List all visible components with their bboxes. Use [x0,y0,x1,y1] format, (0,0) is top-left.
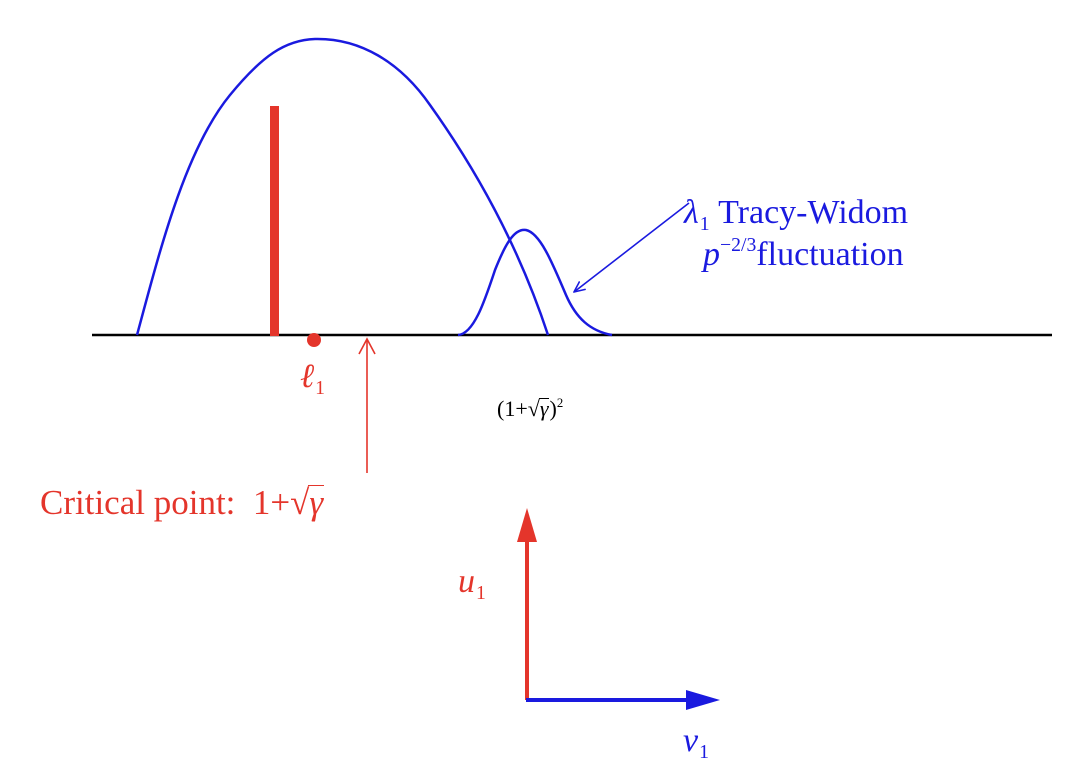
p-exponent: −2/3 [720,233,757,256]
edge-prefix: (1+ [497,396,528,421]
tracy-widom-pointer-arrow [574,202,690,292]
tracy-widom-title: Tracy-Widom [718,194,909,231]
spike-bar [270,106,279,336]
lambda-subscript: 1 [699,213,710,236]
edge-exponent: 2 [556,395,564,410]
edge-label: (1+√γ)2 [497,395,564,421]
critical-radical: √γ [290,483,325,522]
u-subscript: 1 [476,582,486,605]
u1-label: u1 [458,563,486,604]
bulk-density-curve [135,37,550,336]
ell-subscript: 1 [315,377,326,400]
v1-label: v1 [683,722,709,763]
critical-point-text: Critical point: [40,483,236,522]
v-subscript: 1 [699,741,709,764]
critical-point-label: Critical point: 1+√γ [40,483,325,522]
critical-one-plus: 1+ [252,483,291,522]
ell-symbol: ℓ [300,358,315,395]
fluctuation-text: fluctuation [756,236,904,273]
radical-icon: √ [527,396,540,421]
tracy-widom-label: λ1 Tracy-Widom [684,194,909,235]
edge-radical: √γ [528,398,550,420]
ell-dot [307,333,321,347]
tracy-widom-curve [457,228,613,337]
radical-icon: √ [290,483,310,522]
edge-suffix: ) [549,396,557,421]
p-symbol: p [703,236,720,273]
u-symbol: u [458,563,475,600]
critical-gamma: γ [308,483,325,522]
critical-point-arrow-head [358,337,376,355]
v-symbol: v [683,722,699,759]
ell-label: ℓ1 [300,358,325,399]
fluctuation-label: p−2/3fluctuation [703,235,904,273]
edge-gamma: γ [538,396,550,421]
v1-vector-head [686,690,720,710]
lambda-symbol: λ [684,194,699,231]
u1-vector-head [517,508,537,542]
